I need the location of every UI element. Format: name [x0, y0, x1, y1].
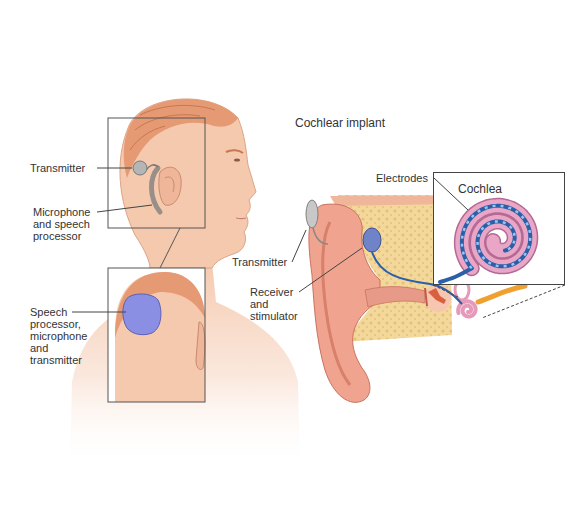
nerve [478, 286, 525, 302]
implant-unit [123, 294, 161, 335]
cable [146, 165, 158, 170]
inset-guide [482, 285, 565, 318]
scalp [330, 196, 450, 206]
inset-box: Cochlea [433, 172, 565, 285]
receiver-stimulator [363, 228, 381, 252]
leader-line [72, 312, 126, 313]
detail-frame-ground [108, 268, 205, 402]
leader-line [97, 205, 152, 212]
ear-inner [165, 177, 174, 192]
head [120, 99, 256, 268]
part-label: Microphone and speech processor [33, 206, 101, 242]
transmitter-cable [313, 228, 328, 244]
back-ear [196, 322, 205, 370]
cochlea-outline [462, 206, 530, 268]
leader-line [299, 248, 362, 292]
eyebrow [226, 150, 243, 153]
part-label: Transmitter [30, 162, 100, 174]
heading: Cochlear implant [295, 116, 385, 130]
inset-ground [434, 173, 564, 284]
part-label: Transmitter [232, 256, 294, 268]
part-label: Receiver and stimulator [250, 286, 306, 322]
speech-processor [151, 168, 160, 212]
ear [159, 167, 181, 205]
transmitter [306, 200, 318, 228]
part-label: Electrodes [376, 172, 436, 184]
cochlea-duct [462, 206, 530, 268]
eardrum [425, 288, 427, 306]
middle-ear [425, 284, 451, 312]
part-label: Speech processor, microphone and transmi… [30, 306, 96, 366]
electrode-contacts [462, 206, 530, 268]
back-head [115, 272, 205, 402]
leader-line [292, 230, 306, 262]
frame-link [160, 228, 180, 268]
inset-guide [433, 285, 458, 297]
transmitter-disk [133, 161, 147, 175]
hair-strands [130, 105, 215, 150]
mouth [236, 217, 246, 219]
electrode-lead [440, 268, 472, 282]
leader-line [97, 168, 132, 169]
hair [124, 99, 238, 178]
eye [234, 158, 240, 161]
detail-frame [108, 118, 205, 228]
back-hair [115, 272, 205, 338]
inset-heading: Cochlea [458, 182, 502, 196]
pinna-fold [323, 222, 350, 385]
electrode-array [462, 206, 530, 268]
detail-frame [108, 268, 205, 402]
ear-canal [365, 287, 425, 307]
